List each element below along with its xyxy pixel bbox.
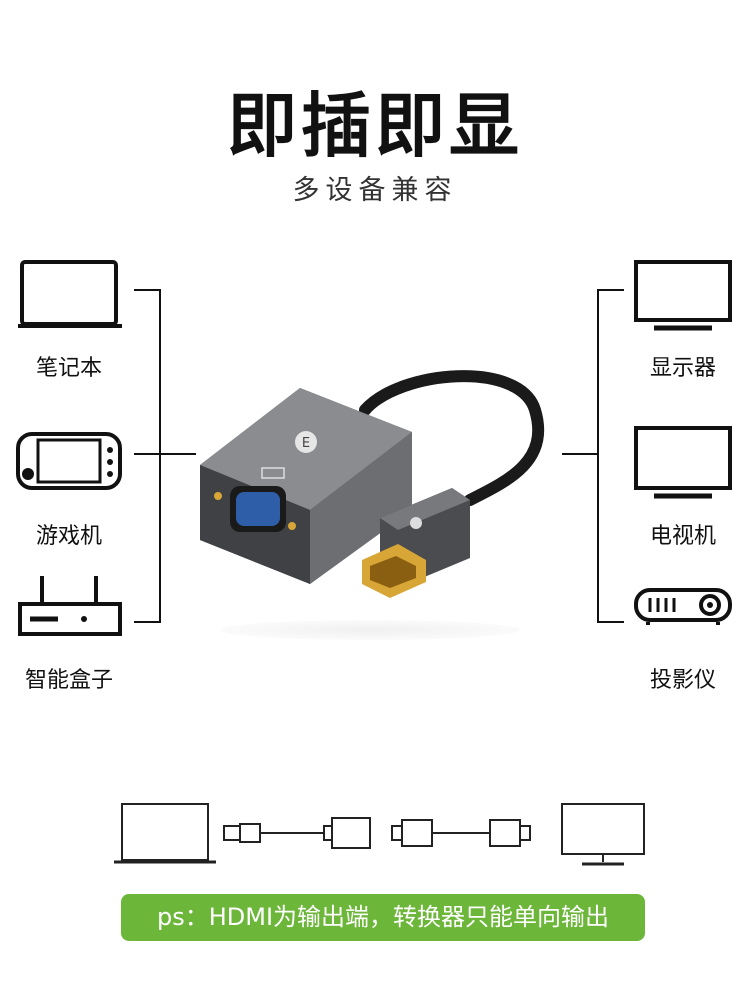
connection-diagram	[114, 803, 645, 866]
tv-icon	[634, 426, 732, 499]
label-game-console: 游戏机	[35, 524, 102, 549]
monitor-icon	[634, 260, 732, 331]
projector-icon	[634, 588, 732, 625]
laptop-icon	[18, 260, 122, 328]
page-title: 即插即显	[227, 85, 523, 167]
right-bracket	[562, 289, 624, 623]
label-monitor: 显示器	[649, 356, 716, 381]
page-subtitle: 多设备兼容	[292, 175, 458, 206]
adapter-product-image: E	[200, 370, 545, 598]
label-smart-box: 智能盒子	[24, 668, 113, 693]
game-console-icon	[16, 432, 122, 490]
label-laptop: 笔记本	[35, 356, 102, 381]
output-direction-note: ps：HDMI为输出端，转换器只能单向输出	[121, 894, 645, 941]
product-shadow	[220, 620, 520, 640]
router-box-icon	[18, 576, 122, 636]
svg-text:E: E	[302, 436, 310, 451]
left-bracket	[134, 289, 196, 623]
label-projector: 投影仪	[649, 668, 716, 693]
label-tv: 电视机	[649, 524, 716, 549]
